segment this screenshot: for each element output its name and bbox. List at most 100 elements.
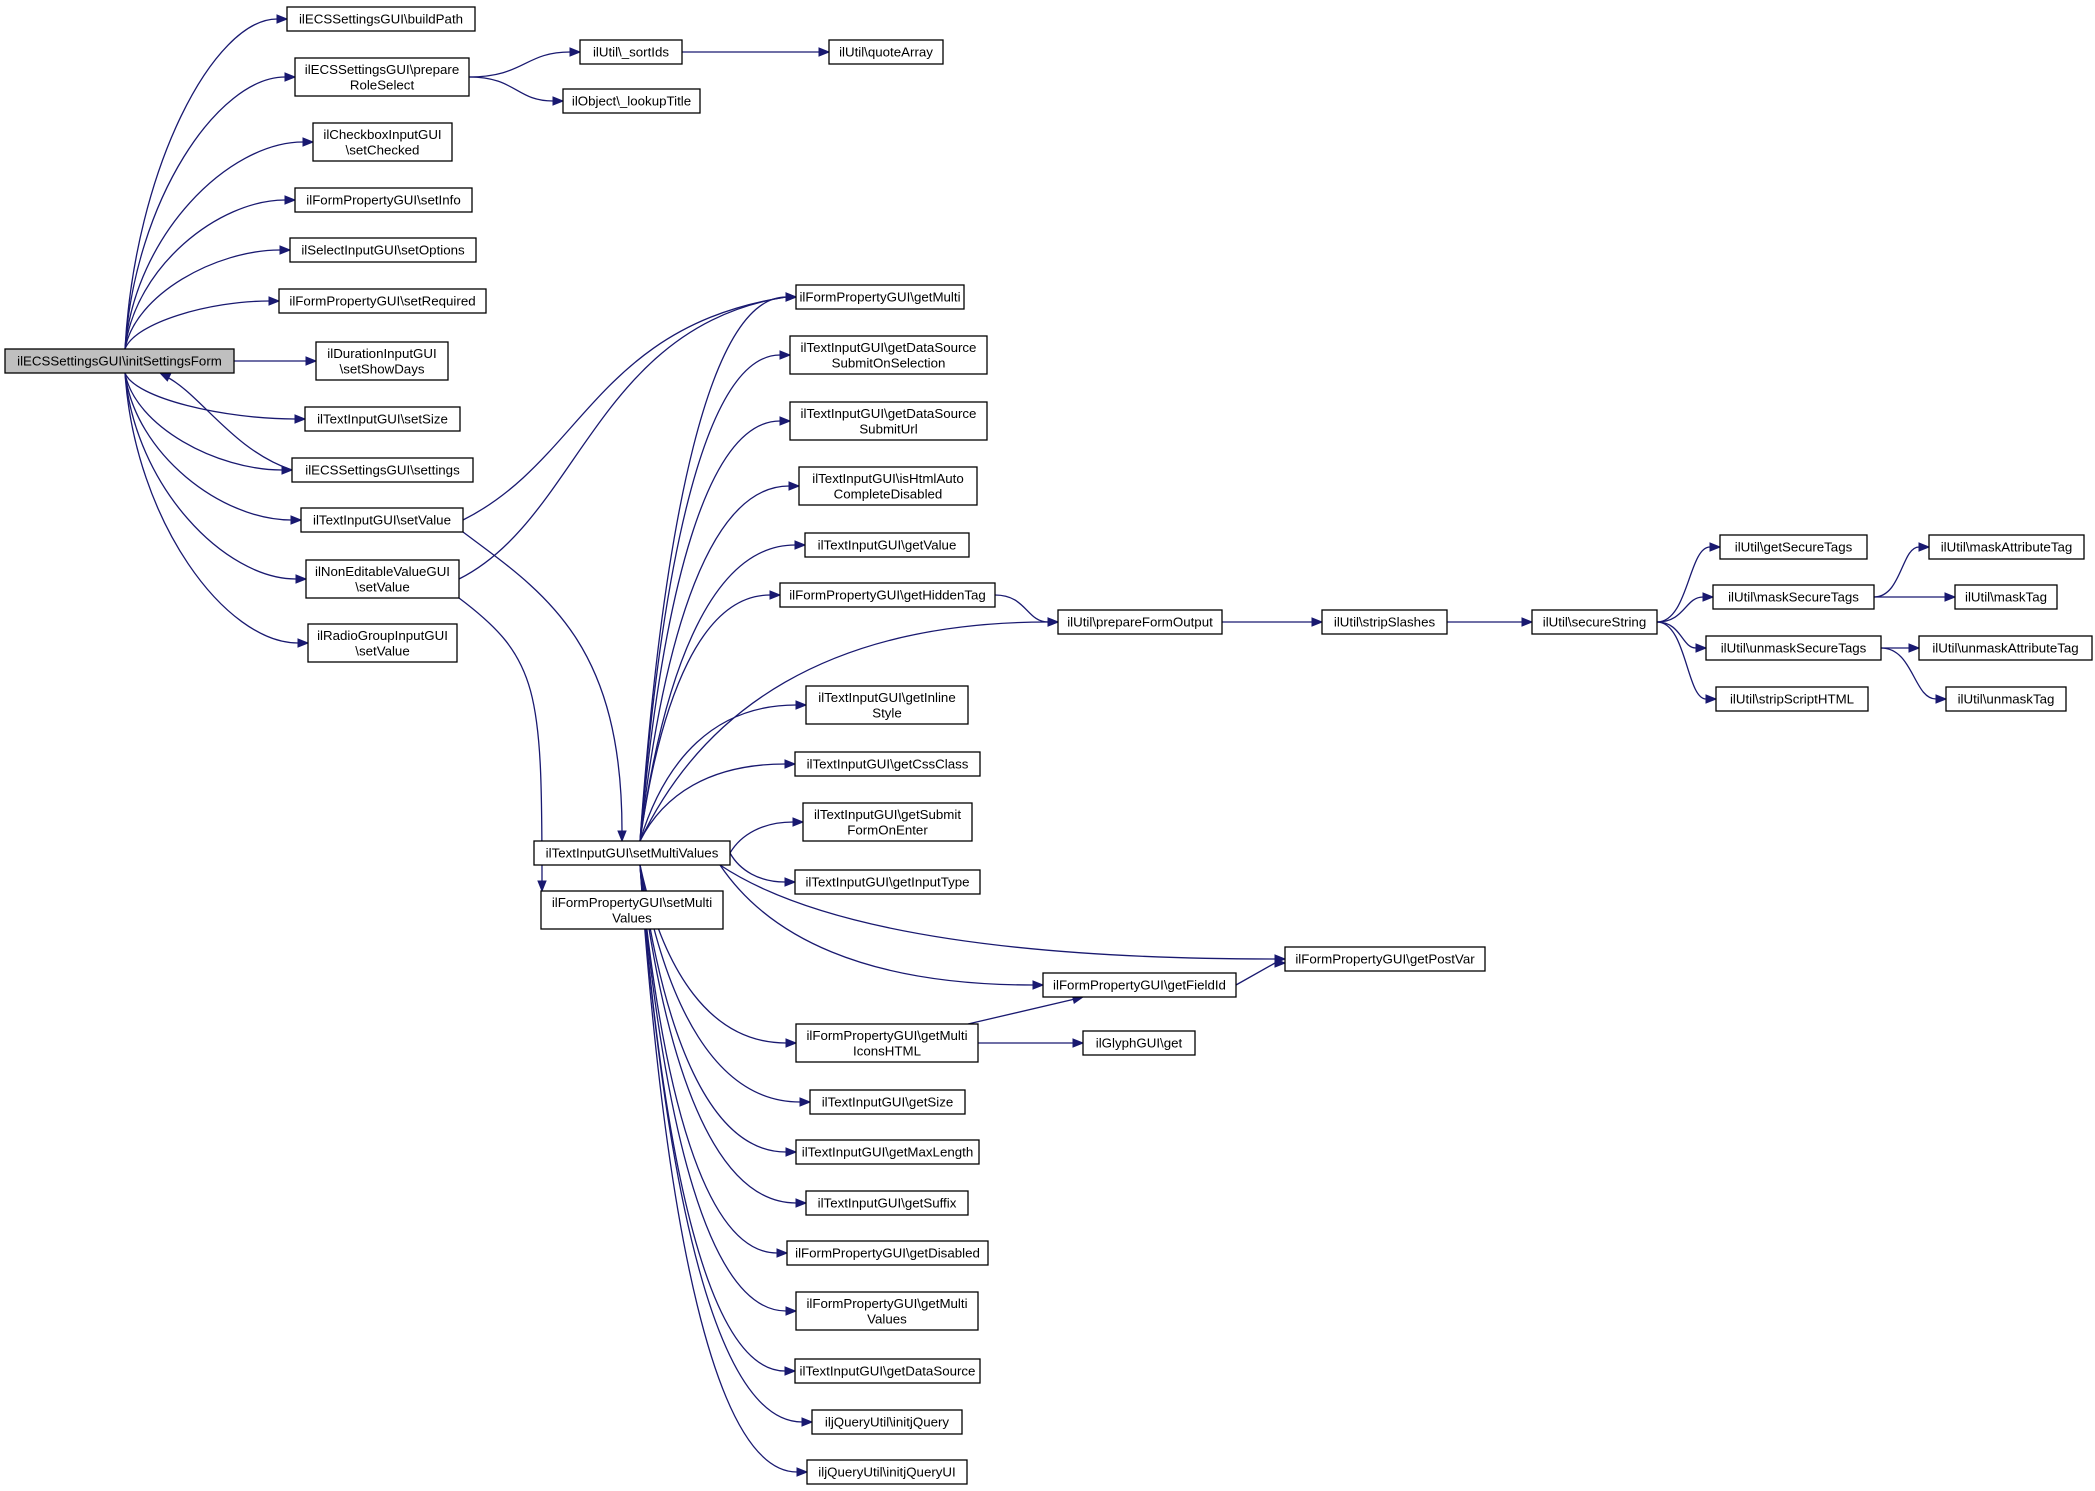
arrow-getFieldId-to-getPostVar xyxy=(1274,958,1287,968)
node-setOptions[interactable]: ilSelectInputGUI\setOptions xyxy=(289,237,477,263)
node-sortIds[interactable]: ilUtil\_sortIds xyxy=(579,39,683,65)
edge-root-to-setChecked xyxy=(124,141,304,350)
node-label: iljQueryUtil\initjQuery xyxy=(825,1415,949,1430)
arrow-secureString-to-getSecureTags xyxy=(1709,542,1722,552)
edge-secureString-to-unmaskSecureTags xyxy=(1656,621,1697,649)
node-box xyxy=(294,57,470,97)
node-setMultiValues[interactable]: ilTextInputGUI\setMultiValues xyxy=(533,840,731,866)
node-setChecked[interactable]: ilCheckboxInputGUI\setChecked xyxy=(312,122,453,162)
node-getMulti[interactable]: ilFormPropertyGUI\getMulti xyxy=(795,284,965,310)
edge-setMultiValues-to-getSuffix xyxy=(639,864,797,1204)
node-maskTag[interactable]: ilUtil\maskTag xyxy=(1954,584,2058,610)
node-buildPath[interactable]: ilECSSettingsGUI\buildPath xyxy=(286,6,476,32)
node-unmaskSecureTags[interactable]: ilUtil\unmaskSecureTags xyxy=(1705,635,1882,661)
node-stripSlashes[interactable]: ilUtil\stripSlashes xyxy=(1321,609,1448,635)
node-maskAttributeTag[interactable]: ilUtil\maskAttributeTag xyxy=(1928,534,2085,560)
node-box xyxy=(786,1240,989,1266)
node-label: ilTextInputGUI\getDataSource xyxy=(801,340,977,355)
edge-root-to-setInfo xyxy=(124,199,286,350)
node-box xyxy=(307,623,458,663)
node-setShowDays[interactable]: ilDurationInputGUI\setShowDays xyxy=(315,341,449,381)
arrow-setMultiValues-to-getSubmitFormOnEnter xyxy=(792,817,805,827)
node-getDisabled[interactable]: ilFormPropertyGUI\getDisabled xyxy=(786,1240,989,1266)
arrow-secureString-to-stripScriptHTML xyxy=(1705,694,1718,704)
edge-setValue-to-getMulti xyxy=(462,296,787,521)
node-getMaxLength[interactable]: ilTextInputGUI\getMaxLength xyxy=(795,1139,980,1165)
node-unmaskAttributeTag[interactable]: ilUtil\unmaskAttributeTag xyxy=(1918,635,2093,661)
arrow-setValue-to-setMultiValues xyxy=(617,830,627,843)
node-label: ilTextInputGUI\setSize xyxy=(317,412,448,427)
node-unmaskTag[interactable]: ilUtil\unmaskTag xyxy=(1945,686,2067,712)
node-box xyxy=(540,890,724,930)
node-box xyxy=(795,284,965,310)
node-label: ilECSSettingsGUI\prepare xyxy=(305,62,459,77)
node-label: ilTextInputGUI\getInline xyxy=(818,690,955,705)
node-getSecureTags[interactable]: ilUtil\getSecureTags xyxy=(1719,534,1868,560)
edge-root-to-prepareRoleSelect xyxy=(124,76,286,350)
node-getDSSubmitOnSel[interactable]: ilTextInputGUI\getDataSourceSubmitOnSele… xyxy=(789,335,988,375)
arrow-setMultiValues-to-getDataSource xyxy=(784,1366,797,1376)
node-box xyxy=(4,348,235,374)
node-initjQuery[interactable]: iljQueryUtil\initjQuery xyxy=(811,1409,963,1435)
node-getHiddenTag[interactable]: ilFormPropertyGUI\getHiddenTag xyxy=(779,582,996,608)
node-label: ilTextInputGUI\getInputType xyxy=(805,875,969,890)
node-label: ilUtil\maskTag xyxy=(1965,590,2047,605)
node-getDataSource[interactable]: ilTextInputGUI\getDataSource xyxy=(794,1358,981,1384)
node-quoteArray[interactable]: ilUtil\quoteArray xyxy=(828,39,944,65)
node-lookupTitle[interactable]: ilObject\_lookupTitle xyxy=(562,88,701,114)
node-getValue[interactable]: ilTextInputGUI\getValue xyxy=(804,532,970,558)
node-setSize[interactable]: ilTextInputGUI\setSize xyxy=(304,406,461,432)
arrow-settings-to-root xyxy=(158,372,172,382)
node-box xyxy=(1284,946,1486,972)
arrow-nonEditSetValue-to-fpSetMultiValues xyxy=(537,880,547,893)
node-box xyxy=(805,685,969,725)
edge-prepareRoleSelect-to-sortIds xyxy=(468,51,571,78)
edge-setMultiValues-to-getInlineStyle xyxy=(639,704,797,842)
node-getSuffix[interactable]: ilTextInputGUI\getSuffix xyxy=(805,1190,969,1216)
arrow-setMultiValues-to-getDisabled xyxy=(776,1248,789,1258)
node-stripScriptHTML[interactable]: ilUtil\stripScriptHTML xyxy=(1715,686,1869,712)
node-label: RoleSelect xyxy=(350,77,415,92)
arrow-secureString-to-unmaskSecureTags xyxy=(1695,643,1708,653)
node-getPostVar[interactable]: ilFormPropertyGUI\getPostVar xyxy=(1284,946,1486,972)
arrow-maskSecureTags-to-maskTag xyxy=(1944,592,1957,602)
node-nonEditSetValue[interactable]: ilNonEditableValueGUI\setValue xyxy=(305,559,460,599)
node-prepareFormOutput[interactable]: ilUtil\prepareFormOutput xyxy=(1057,609,1223,635)
node-box xyxy=(789,401,988,441)
node-initjQueryUI[interactable]: iljQueryUtil\initjQueryUI xyxy=(806,1459,968,1485)
node-box xyxy=(811,1409,963,1435)
node-fpSetMultiValues[interactable]: ilFormPropertyGUI\setMultiValues xyxy=(540,890,724,930)
node-box xyxy=(289,237,477,263)
node-maskSecureTags[interactable]: ilUtil\maskSecureTags xyxy=(1712,584,1875,610)
node-label: \setChecked xyxy=(346,142,420,157)
node-label: ilFormPropertyGUI\setMulti xyxy=(552,895,712,910)
node-getInputType[interactable]: ilTextInputGUI\getInputType xyxy=(794,869,981,895)
node-settings[interactable]: ilECSSettingsGUI\settings xyxy=(291,457,474,483)
node-getSize[interactable]: ilTextInputGUI\getSize xyxy=(809,1089,966,1115)
node-box xyxy=(804,532,970,558)
arrow-setMultiValues-to-isHtmlAuto xyxy=(788,481,801,491)
node-setRequired[interactable]: ilFormPropertyGUI\setRequired xyxy=(278,288,487,314)
arrow-secureString-to-maskSecureTags xyxy=(1702,592,1715,602)
arrow-root-to-prepareRoleSelect xyxy=(284,72,297,82)
arrow-root-to-setValue xyxy=(290,515,303,525)
node-isHtmlAuto[interactable]: ilTextInputGUI\isHtmlAutoCompleteDisable… xyxy=(798,466,978,506)
node-setValue[interactable]: ilTextInputGUI\setValue xyxy=(300,507,464,533)
node-root[interactable]: ilECSSettingsGUI\initSettingsForm xyxy=(4,348,235,374)
node-glyphGet[interactable]: ilGlyphGUI\get xyxy=(1082,1030,1196,1056)
node-label: \setValue xyxy=(355,643,409,658)
node-setInfo[interactable]: ilFormPropertyGUI\setInfo xyxy=(294,187,473,213)
edge-root-to-setValue xyxy=(124,372,292,521)
node-box xyxy=(789,335,988,375)
node-getFieldId[interactable]: ilFormPropertyGUI\getFieldId xyxy=(1042,972,1237,998)
node-secureString[interactable]: ilUtil\secureString xyxy=(1531,609,1658,635)
node-getCssClass[interactable]: ilTextInputGUI\getCssClass xyxy=(794,751,981,777)
node-radioSetValue[interactable]: ilRadioGroupInputGUI\setValue xyxy=(307,623,458,663)
node-box xyxy=(291,457,474,483)
